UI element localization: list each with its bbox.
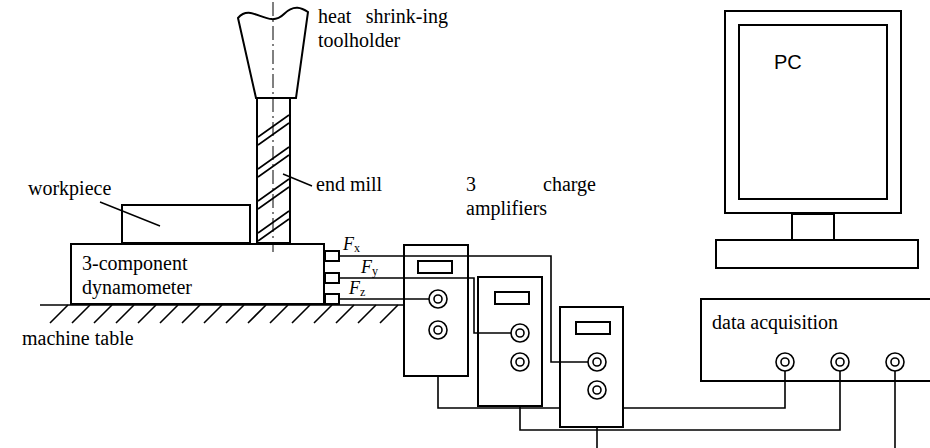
daq-box: data acquisition: [700, 298, 930, 382]
connector-tab: [325, 294, 339, 304]
connector-tab: [325, 273, 339, 283]
amplifier-box: [478, 277, 542, 406]
connector-tab: [325, 251, 339, 261]
bnc-socket: [593, 358, 601, 366]
bnc-socket: [516, 358, 524, 366]
amplifier-box: [404, 245, 468, 376]
node-text: 3-component dynamometer: [82, 251, 212, 299]
monitor-stand: [716, 214, 918, 268]
bnc-socket: [429, 290, 447, 308]
connector-tabs: [325, 251, 339, 304]
bnc-socket: [781, 358, 789, 366]
monitor-screen: [738, 24, 888, 200]
amplifier-box: [560, 307, 623, 427]
bnc-socket: [588, 353, 606, 371]
bnc-socket: [593, 386, 601, 394]
center-line: [273, 2, 274, 252]
part-name: 3 charge amplifiers: [466, 172, 596, 220]
bnc-socket: [511, 324, 529, 342]
amplifier-display: [495, 292, 529, 304]
node-text: PC: [774, 50, 802, 74]
amplifier-display: [576, 322, 610, 334]
computer-base: [716, 240, 918, 268]
bnc-socket: [831, 353, 849, 371]
input-wires: [339, 256, 588, 362]
signal-name: Fz: [348, 279, 366, 298]
signal-name: Fx: [342, 235, 361, 254]
table-hatching: [50, 305, 398, 323]
amplifier-display: [418, 261, 452, 273]
bnc-socket: [434, 295, 442, 303]
bnc-socket: [516, 329, 524, 337]
machine-table: [40, 305, 410, 323]
signal-wire: [339, 278, 511, 333]
signal-wire: [339, 256, 588, 362]
leader-line: [283, 174, 312, 186]
signal-wire: [894, 371, 896, 448]
bnc-socket: [434, 326, 442, 334]
bnc-socket: [891, 358, 899, 366]
part-name: end mill: [316, 172, 382, 196]
part-name: machine table: [22, 326, 134, 350]
bnc-socket: [429, 321, 447, 339]
monitor-box: PC: [724, 10, 902, 214]
workpiece-block: [122, 205, 250, 243]
signal-name: Fy: [360, 258, 379, 277]
node-text: data acquisition: [712, 310, 838, 334]
bnc-socket: [776, 353, 794, 371]
leader-line: [100, 202, 160, 226]
bnc-socket: [836, 358, 844, 366]
bnc-sockets: [429, 290, 904, 399]
charge-amplifiers: [404, 245, 623, 427]
bnc-socket: [511, 353, 529, 371]
bnc-socket: [886, 353, 904, 371]
part-name: heat shrink-ing toolholder: [318, 4, 448, 52]
part-name: workpiece: [28, 176, 111, 200]
signal-wire: [339, 298, 429, 300]
bnc-socket: [588, 381, 606, 399]
dynamometer-box: 3-component dynamometer: [70, 243, 325, 305]
monitor-neck: [792, 214, 834, 240]
